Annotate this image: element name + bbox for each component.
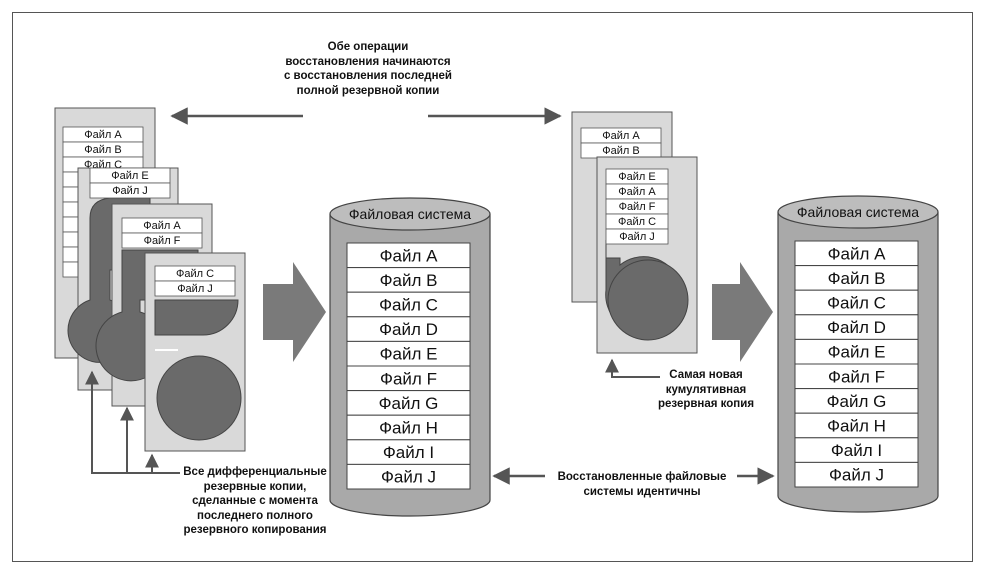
restore-arrow-left — [263, 262, 326, 362]
file-row-box — [346, 390, 471, 416]
caption-line: резервного копирования — [183, 524, 327, 536]
file-row: Файл D — [827, 318, 886, 337]
caption-cumulative: Самая новая кумулятивная резервная копия — [654, 368, 758, 412]
file-row: Файл G — [379, 394, 439, 413]
file-row: Файл E — [380, 345, 438, 364]
cumulative-row: Файл C — [618, 216, 656, 228]
cumulative-row: Файл E — [618, 171, 655, 183]
diff2-row: Файл F — [144, 235, 181, 247]
right-full-row: Файл B — [602, 145, 639, 157]
cumulative-connector — [605, 358, 660, 378]
left-cylinder-title: Файловая система — [349, 206, 471, 222]
caption-line: полной резервной копии — [296, 84, 440, 97]
file-row: Файл A — [380, 246, 439, 265]
file-row-box — [346, 365, 471, 392]
left-filesystem-cylinder: Файловая система Файл A Файл B Файл C Файл … — [329, 197, 491, 517]
differential-page-3: Файл C Файл J — [144, 252, 246, 452]
file-row-box — [346, 316, 471, 342]
diff1-row: Файл E — [111, 170, 148, 182]
cumulative-row: Файл F — [619, 201, 656, 213]
file-row: Файл H — [827, 417, 886, 436]
caption-line: сделанные с момента — [192, 495, 318, 507]
cumulative-row: Файл A — [618, 186, 656, 198]
file-row-box — [346, 267, 471, 293]
caption-line: системы идентичны — [583, 485, 701, 498]
file-row: Файл H — [379, 419, 438, 438]
full-backup-row: Файл B — [84, 144, 121, 156]
file-row: Файл B — [828, 269, 886, 288]
file-row: Файл D — [379, 320, 438, 339]
caption-line: резервная копия — [657, 398, 755, 410]
file-row-box — [794, 265, 919, 291]
file-row-box — [346, 439, 471, 465]
file-row-box — [794, 289, 919, 316]
full-backup-row: Файл A — [84, 129, 122, 141]
caption-line: Восстановленные файловые — [557, 471, 727, 483]
cumulative-backup-page: Файл E Файл A Файл F Файл C Файл J — [596, 156, 698, 354]
file-row-box — [794, 412, 919, 439]
caption-line: резервные копии, — [203, 480, 307, 493]
diagram-frame — [12, 12, 973, 562]
file-row-box — [794, 363, 919, 390]
caption-differential: Все дифференциальные резервные копии, сд… — [180, 465, 330, 538]
caption-line: восстановления начинаются — [285, 55, 451, 68]
file-row: Файл I — [383, 443, 434, 462]
cumulative-row: Файл J — [619, 231, 655, 243]
file-row-box — [794, 314, 919, 340]
caption-line: кумулятивная — [665, 383, 747, 396]
caption-line: Все дифференциальные — [183, 466, 327, 478]
file-row: Файл B — [380, 271, 438, 290]
file-row: Файл C — [379, 296, 438, 315]
restore-arrow-right — [712, 262, 773, 362]
file-row: Файл F — [828, 367, 885, 386]
right-cylinder-title: Файловая система — [797, 204, 919, 220]
file-row: Файл F — [380, 369, 437, 388]
file-row-box — [794, 437, 919, 463]
caption-line: с восстановления последней — [283, 70, 453, 82]
caption-line: Обе операции — [327, 41, 409, 53]
caption-line: Самая новая — [669, 369, 743, 381]
file-row: Файл I — [831, 441, 882, 460]
diff1-row: Файл J — [112, 185, 148, 197]
right-filesystem-cylinder: Файловая система Файл A Файл B Файл C Файл … — [777, 195, 939, 513]
file-row-box — [794, 388, 919, 414]
caption-line: последнего полного — [197, 509, 313, 522]
diff2-row: Файл A — [143, 220, 181, 232]
caption-top: Обе операции восстановления начинаются с… — [278, 40, 458, 98]
file-row: Файл E — [828, 343, 886, 362]
file-row-box — [346, 340, 471, 367]
file-row-box — [346, 414, 471, 441]
file-row: Файл J — [829, 466, 884, 485]
file-row-box — [346, 291, 471, 318]
file-row-box — [794, 461, 919, 488]
file-row-box — [346, 463, 471, 490]
differential-connector-1 — [85, 370, 180, 474]
file-row-box — [794, 338, 919, 365]
caption-identical: Восстановленные файловые системы идентич… — [547, 470, 737, 499]
diff3-row: Файл C — [176, 268, 214, 280]
file-row: Файл C — [827, 294, 886, 313]
file-row: Файл J — [381, 468, 436, 487]
diff3-row: Файл J — [177, 283, 213, 295]
right-full-row: Файл A — [602, 130, 640, 142]
file-row-box — [794, 240, 919, 267]
file-row: Файл A — [828, 244, 887, 263]
file-row: Файл G — [827, 392, 887, 411]
